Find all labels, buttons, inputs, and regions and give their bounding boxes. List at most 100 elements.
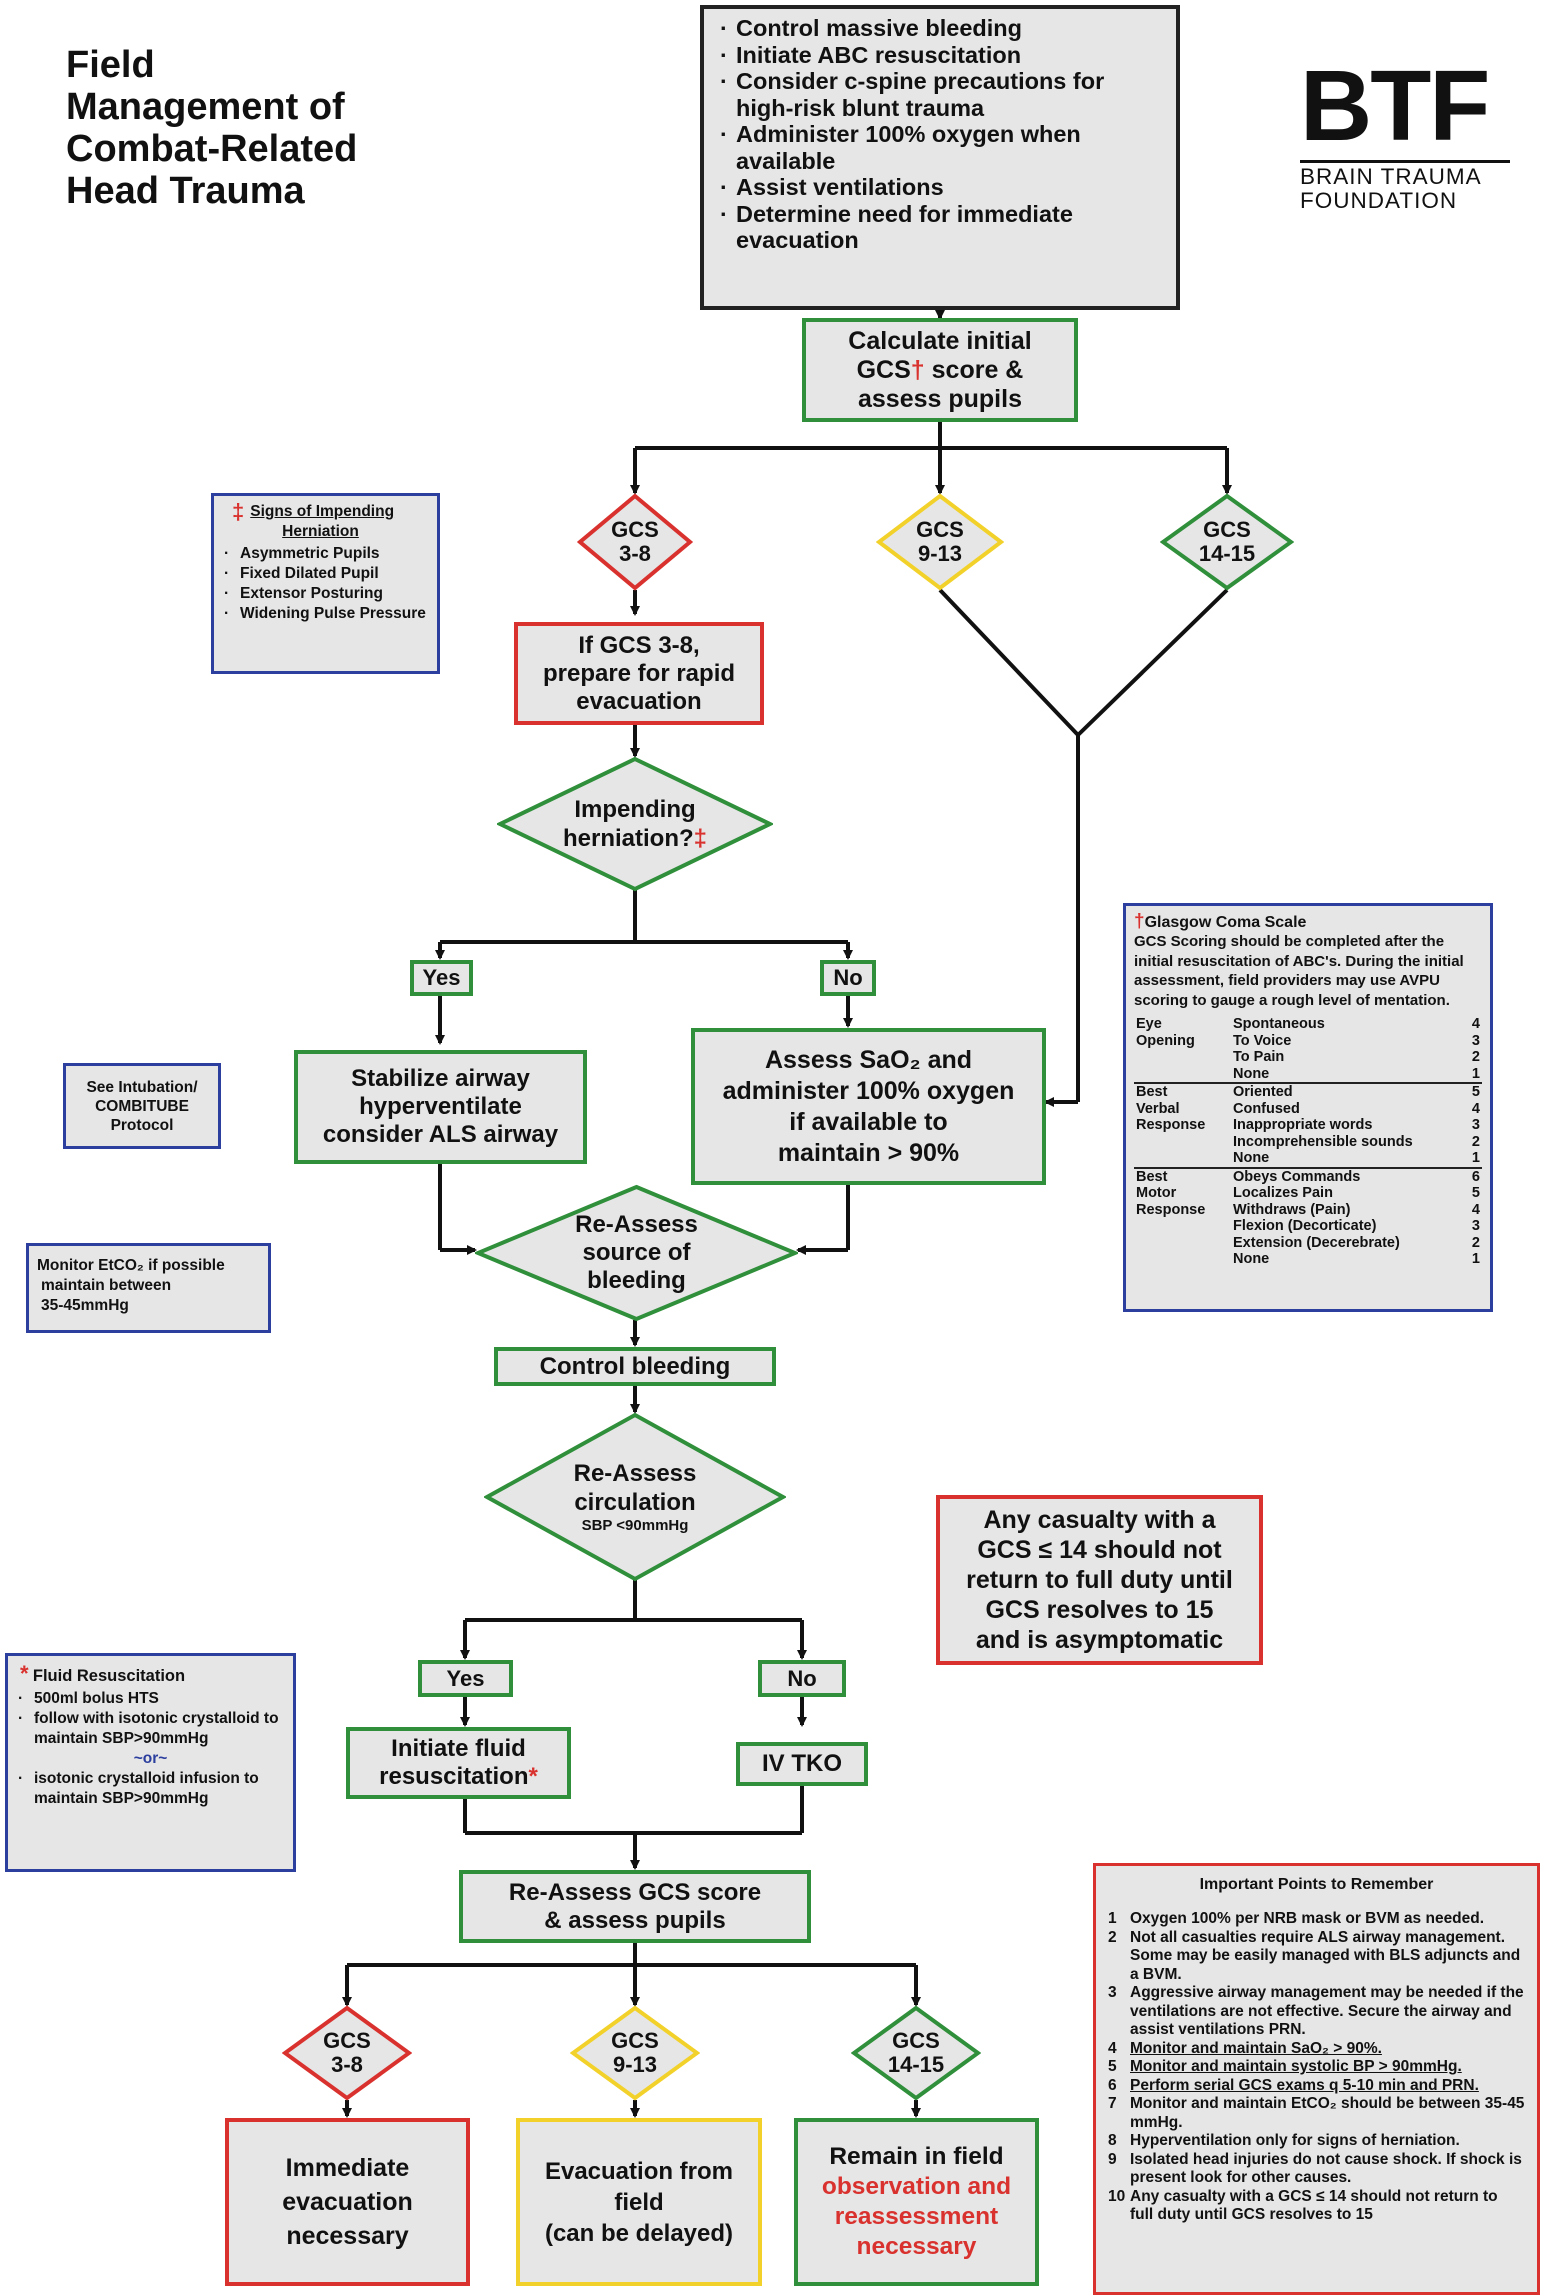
diamond-label: bleeding bbox=[587, 1267, 686, 1294]
gcs-response: None bbox=[1233, 1251, 1270, 1267]
fluid-item: 500ml bolus HTS bbox=[16, 1689, 285, 1709]
assess-line: Assess SaO₂ and bbox=[764, 1045, 973, 1074]
gcs-panel-intro: GCS Scoring should be completed after th… bbox=[1134, 933, 1464, 1009]
stabilize-line: Stabilize airway bbox=[351, 1065, 530, 1092]
etco2-line: maintain between bbox=[41, 1277, 172, 1294]
point-text: Aggressive airway management may be need… bbox=[1130, 1984, 1524, 2038]
gcs-response: Incomprehensible sounds bbox=[1233, 1133, 1413, 1150]
logo-letters: BTF bbox=[1300, 50, 1490, 162]
title-line: Management of bbox=[66, 86, 345, 128]
etco2-monitor-note: Monitor EtCO₂ if possible maintain betwe… bbox=[26, 1243, 271, 1333]
gcs-score: 6 bbox=[1471, 1168, 1480, 1185]
diamond-label: GCS bbox=[323, 2028, 371, 2053]
fluid-line: Initiate fluid bbox=[391, 1735, 526, 1762]
gcs-response: Obeys Commands bbox=[1233, 1168, 1361, 1185]
calc-line-2b: score & bbox=[924, 355, 1024, 384]
outcome-line: (can be delayed) bbox=[544, 2219, 734, 2247]
diamond-label: Re-Assess bbox=[575, 1211, 698, 1238]
gcs-score: 5 bbox=[1471, 1084, 1480, 1100]
point-text: Not all casualties require ALS airway ma… bbox=[1130, 1928, 1521, 1983]
action-item: Consider c-spine precautions for high-ri… bbox=[718, 68, 1166, 121]
gcs-score: 2 bbox=[1471, 1049, 1480, 1065]
asterisk-symbol: * bbox=[20, 1661, 29, 1686]
logo-line-1: BRAIN TRAUMA bbox=[1300, 164, 1482, 189]
dagger-symbol: † bbox=[1134, 911, 1145, 932]
gcs-category: Motor bbox=[1136, 1185, 1177, 1201]
gcs-category: Response bbox=[1136, 1117, 1206, 1133]
point-number: 7 bbox=[1108, 2095, 1117, 2112]
rapid-line: evacuation bbox=[576, 687, 702, 715]
yes-text: Yes bbox=[422, 965, 461, 990]
gcs-score: 3 bbox=[1471, 1032, 1480, 1049]
herniation-sign: Fixed Dilated Pupil bbox=[222, 564, 429, 584]
fluid-line: resuscitation bbox=[379, 1763, 529, 1790]
gcs-score: 4 bbox=[1471, 1016, 1480, 1032]
diamond-label: Re-Assess bbox=[573, 1460, 697, 1487]
stabilize-airway-box: Stabilize airway hyperventilate consider… bbox=[294, 1050, 587, 1164]
casualty-line: return to full duty until bbox=[966, 1566, 1233, 1594]
gcs-9-13-diamond: GCS 9-13 bbox=[876, 493, 1004, 591]
gcs-category bbox=[1134, 1150, 1231, 1169]
point-number: 6 bbox=[1108, 2076, 1117, 2094]
etco2-line: 35-45mmHg bbox=[41, 1297, 129, 1314]
assess-sao2-box: Assess SaO₂ and administer 100% oxygen i… bbox=[691, 1028, 1046, 1185]
fluid-item: follow with isotonic crystalloid to main… bbox=[16, 1709, 285, 1749]
gcs-14-15-diamond-bottom: GCS 14-15 bbox=[851, 2005, 981, 2101]
gcs-score: 4 bbox=[1471, 1201, 1480, 1218]
diamond-label: 9-13 bbox=[612, 2052, 658, 2077]
gcs-response: None bbox=[1231, 1150, 1462, 1169]
gcs-score: 3 bbox=[1471, 1117, 1480, 1133]
rapid-evacuation-box: If GCS 3-8, prepare for rapid evacuation bbox=[514, 622, 764, 725]
gcs-9-13-diamond-bottom: GCS 9-13 bbox=[570, 2005, 700, 2101]
yes-label-2: Yes bbox=[418, 1660, 513, 1697]
impending-herniation-diamond: Impending herniation?‡ bbox=[497, 756, 773, 892]
diamond-label: 3-8 bbox=[619, 541, 651, 566]
herniation-sign: Extensor Posturing bbox=[222, 584, 429, 604]
gcs-3-8-diamond: GCS 3-8 bbox=[577, 493, 693, 591]
control-bleeding-text: Control bleeding bbox=[539, 1352, 731, 1380]
outcome-line: field bbox=[614, 2188, 664, 2216]
gcs-3-8-diamond-bottom: GCS 3-8 bbox=[282, 2005, 412, 2101]
gcs-score: 2 bbox=[1471, 1234, 1480, 1251]
point-item: 9 Isolated head injuries do not cause sho… bbox=[1108, 2151, 1525, 2188]
dagger-symbol: † bbox=[910, 355, 925, 384]
point-number: 9 bbox=[1108, 2150, 1117, 2168]
gcs-response: Flexion (Decorticate) bbox=[1233, 1218, 1377, 1234]
action-item: Control massive bleeding bbox=[718, 15, 1166, 42]
fluid-title: Fluid Resuscitation bbox=[32, 1667, 186, 1685]
calc-line-2a: GCS bbox=[856, 355, 911, 384]
gcs-category: Best bbox=[1136, 1084, 1168, 1100]
point-text: Isolated head injuries do not cause shoc… bbox=[1130, 2150, 1522, 2187]
action-item: Administer 100% oxygen when available bbox=[718, 121, 1166, 174]
reassess-gcs-line: Re-Assess GCS score bbox=[508, 1878, 762, 1906]
point-number: 3 bbox=[1108, 1984, 1117, 2001]
point-number: 1 bbox=[1108, 1910, 1117, 1927]
diamond-label: 14-15 bbox=[887, 2052, 945, 2077]
reassess-bleeding-diamond: Re-Assess source of bleeding bbox=[475, 1184, 798, 1322]
return-to-duty-box: Any casualty with a GCS ≤ 14 should not … bbox=[936, 1495, 1263, 1665]
gcs-category bbox=[1134, 1065, 1231, 1084]
action-item: Determine need for immediate evacuation bbox=[718, 201, 1166, 254]
calc-line-1: Calculate initial bbox=[848, 326, 1032, 355]
etco2-line: Monitor EtCO₂ if possible bbox=[37, 1257, 225, 1274]
diamond-label: 14-15 bbox=[1198, 541, 1256, 566]
reassess-circulation-diamond: Re-Assess circulation SBP <90mmHg bbox=[484, 1412, 786, 1582]
diamond-label: 9-13 bbox=[917, 541, 963, 566]
yes-label-1: Yes bbox=[410, 960, 473, 996]
point-number: 2 bbox=[1108, 1928, 1117, 1946]
gcs-score: 2 bbox=[1471, 1133, 1480, 1150]
gcs-panel-title: Glasgow Coma Scale bbox=[1144, 914, 1307, 931]
